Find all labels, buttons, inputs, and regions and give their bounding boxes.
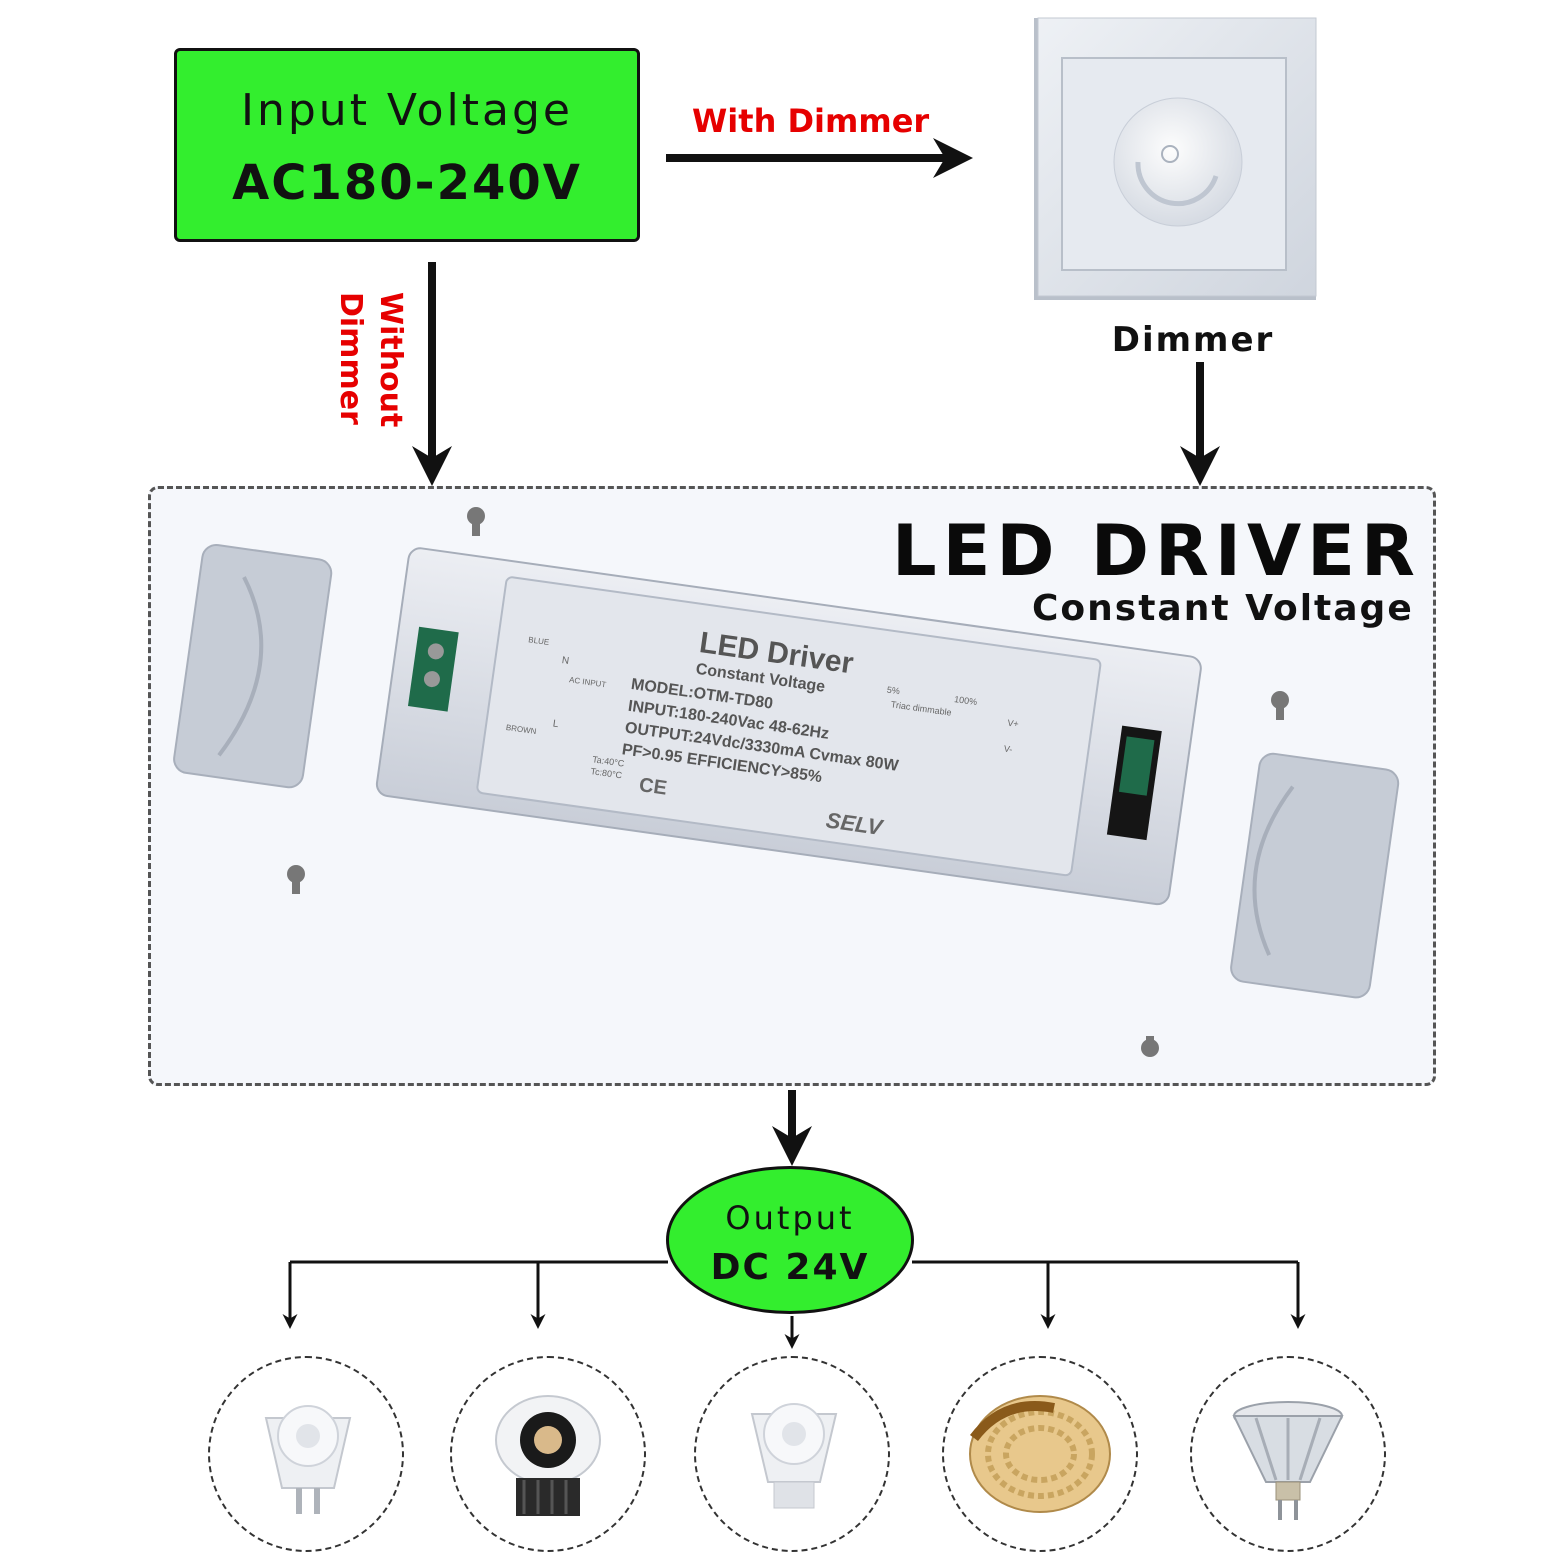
- ce-mark: CE: [638, 774, 669, 800]
- input-voltage-label: Input Voltage: [241, 85, 573, 136]
- screw-icon: [1141, 1036, 1159, 1057]
- left-terminal-cover: [173, 544, 333, 789]
- gu10-spotlight-icon: [750, 1403, 838, 1509]
- label-vplus: V+: [1007, 718, 1020, 729]
- without-dimmer-line1: Without: [373, 292, 408, 428]
- output-label: Output: [725, 1199, 855, 1237]
- screw-icon: [467, 507, 485, 536]
- led-strip-reel-icon: [969, 1395, 1111, 1513]
- label-blue: BLUE: [528, 635, 550, 647]
- input-voltage-box: Input Voltage AC180-240V: [174, 48, 640, 242]
- led-driver-subtitle: Constant Voltage: [1032, 588, 1414, 629]
- load-circle-5: [1190, 1356, 1386, 1552]
- label-triac-high: 100%: [954, 694, 978, 707]
- input-voltage-value: AC180-240V: [232, 155, 582, 211]
- recessed-downlight-icon: [495, 1395, 601, 1516]
- label-vminus: V-: [1003, 743, 1013, 754]
- label-tc: Tc:80°C: [590, 766, 623, 780]
- dimmer-switch-icon: [1034, 17, 1317, 300]
- load-circle-1: [208, 1356, 404, 1552]
- label-l: L: [552, 718, 559, 730]
- load-circle-4: [942, 1356, 1138, 1552]
- mr16-spotlight-icon: [264, 1405, 352, 1514]
- output-voltage: DC 24V: [710, 1247, 870, 1288]
- without-dimmer-label: Without Dimmer: [330, 292, 420, 442]
- screw-icon: [1271, 691, 1289, 720]
- with-dimmer-label: With Dimmer: [692, 102, 930, 140]
- led-driver-device: LED Driver Constant Voltage MODEL:OTM-TD…: [173, 507, 1400, 1057]
- dimmer-label: Dimmer: [1111, 320, 1275, 360]
- label-triac-low: 5%: [886, 685, 900, 697]
- mr11-bulb-icon: [1232, 1401, 1344, 1520]
- label-brown: BROWN: [505, 723, 537, 736]
- right-terminal-cover: [1230, 752, 1400, 999]
- load-circle-2: [450, 1356, 646, 1552]
- screw-icon: [287, 865, 305, 894]
- label-n: N: [561, 655, 570, 667]
- without-dimmer-line2: Dimmer: [333, 292, 368, 425]
- load-circle-3: [694, 1356, 890, 1552]
- label-ta: Ta:40°C: [592, 754, 626, 768]
- led-driver-title: LED DRIVER: [892, 510, 1421, 592]
- output-ellipse: Output DC 24V: [666, 1166, 914, 1314]
